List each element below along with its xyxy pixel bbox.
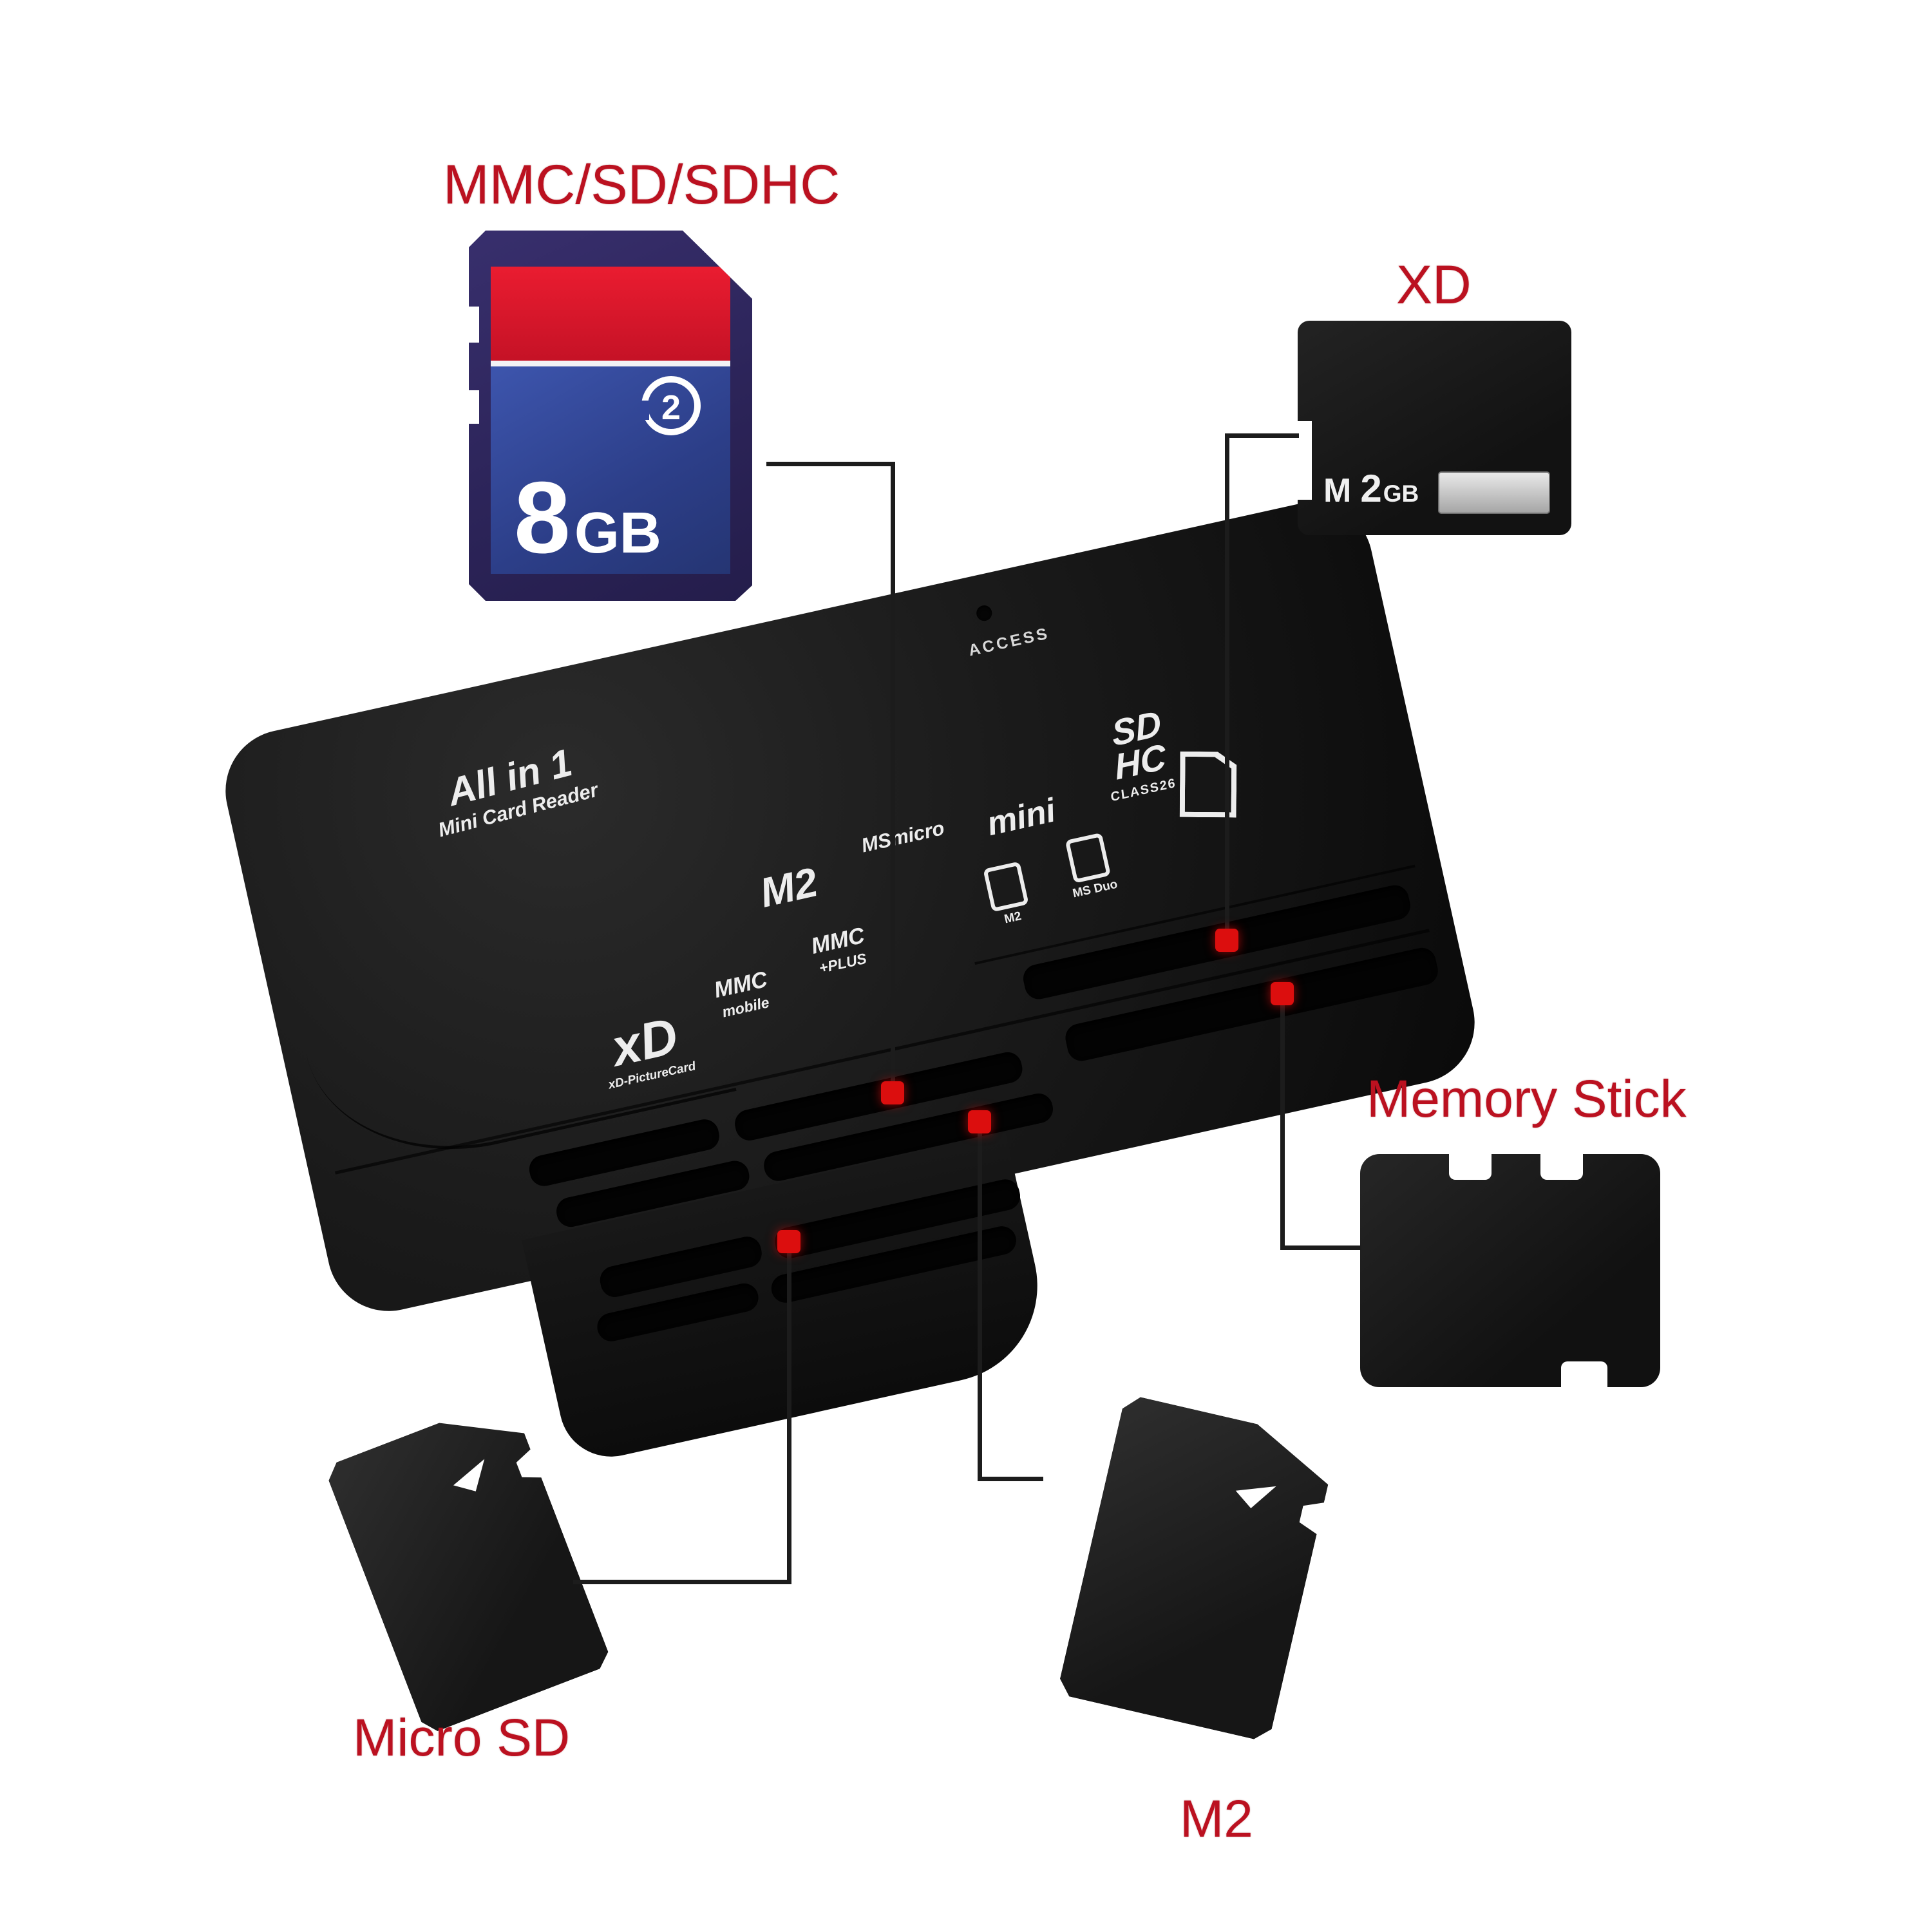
sd-capacity-print: 8 GB <box>514 460 661 576</box>
mmc-plus-logo: MMC +PLUS <box>785 918 895 983</box>
m2-card <box>1057 1394 1338 1743</box>
connector-line-memorystick-vertical <box>1280 994 1285 1250</box>
ms-duo-card-icon: MS Duo <box>1061 831 1119 901</box>
all-in-1-logo: All in 1 Mini Card Reader <box>393 730 633 849</box>
connector-line-sd-horizontal <box>766 462 895 466</box>
xd-card-capacity-number: 2 <box>1360 467 1382 510</box>
sd-card-white-separator <box>491 361 730 366</box>
xd-card-capacity-unit: GB <box>1383 480 1419 507</box>
memory-stick-top-notch-2 <box>1540 1153 1583 1180</box>
access-print: ACCESS <box>967 624 1052 660</box>
xd-card-edge-notch <box>1296 421 1312 500</box>
slot-dot-m2 <box>968 1110 991 1133</box>
slot-dot-sd <box>881 1081 904 1104</box>
sd-class2-badge: 2 <box>640 376 701 435</box>
sdhc-logo: SD HC CLASS26 <box>1090 701 1188 806</box>
xd-card-letter: M <box>1323 472 1352 509</box>
ms-duo-card-icon-glyph <box>1065 832 1112 884</box>
connector-line-m2-vertical <box>978 1122 982 1481</box>
sd-class2-badge-gap <box>640 401 649 420</box>
micro-sd-card <box>323 1396 612 1735</box>
memory-stick-card <box>1360 1153 1660 1388</box>
slot-dot-memory-stick <box>1271 982 1294 1005</box>
label-memory-stick: Memory Stick <box>1367 1070 1687 1128</box>
card-reader-body: ACCESS All in 1 Mini Card Reader SD HC C… <box>214 490 1486 1467</box>
m2-card-icon-glyph <box>983 861 1029 913</box>
label-mmc-sd-sdhc: MMC/SD/SDHC <box>443 154 840 216</box>
connector-line-xd-horizontal <box>1225 433 1299 438</box>
sd-card: 2 8 GB <box>469 231 752 601</box>
slot-dot-micro-sd <box>777 1230 800 1253</box>
m2-logo: M2 <box>755 858 822 916</box>
micro-sd-triangle-mark <box>453 1453 484 1492</box>
connector-line-m2-horizontal <box>978 1477 1043 1481</box>
access-led-hole <box>974 603 994 623</box>
sd-card-red-stripe <box>491 267 730 361</box>
ms-micro-logo: MSmicro <box>859 816 947 857</box>
label-xd: XD <box>1396 254 1472 315</box>
sd-capacity-unit: GB <box>574 501 661 565</box>
m2-card-icon: M2 <box>983 861 1032 929</box>
m2-triangle-mark <box>1236 1469 1276 1508</box>
xd-card-print: M 2 GB <box>1323 466 1419 511</box>
connector-line-microsd-vertical <box>787 1242 791 1584</box>
sd-class2-number: 2 <box>661 388 681 427</box>
label-micro-sd: Micro SD <box>353 1709 571 1767</box>
connector-line-xd-vertical <box>1225 433 1229 941</box>
connector-line-sd-vertical <box>891 462 895 1094</box>
sd-card-edge-notch-2 <box>469 390 479 424</box>
memory-stick-bottom-notch <box>1561 1361 1607 1388</box>
xd-card-label-strip <box>1438 471 1550 514</box>
slot-dot-xd <box>1215 929 1238 952</box>
connector-line-memorystick-horizontal <box>1280 1245 1361 1250</box>
label-m2: M2 <box>1180 1790 1253 1848</box>
connector-line-microsd-horizontal <box>573 1580 791 1584</box>
minisd-logo: mini <box>983 791 1059 844</box>
memory-stick-top-notch-1 <box>1449 1153 1492 1180</box>
sd-card-edge-notch-1 <box>469 307 479 343</box>
xd-card: M 2 GB <box>1296 321 1571 535</box>
sd-capacity-number: 8 <box>514 461 571 574</box>
